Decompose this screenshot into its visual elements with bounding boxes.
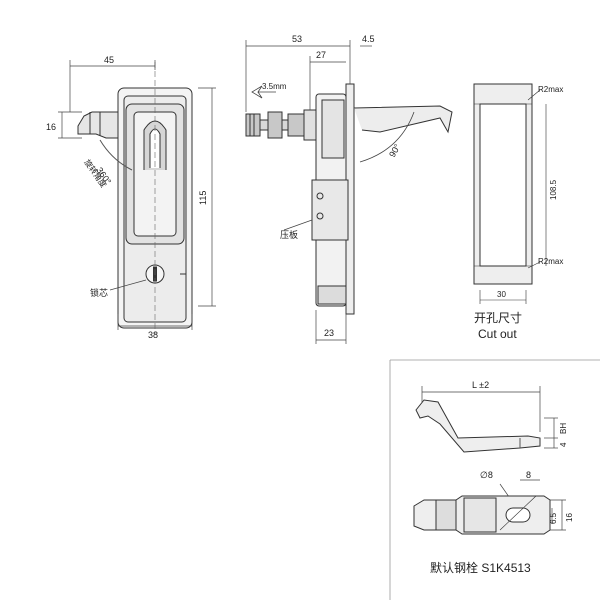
- bolt-top-view: [413, 495, 551, 535]
- side-dimensions: [245, 40, 372, 344]
- dim-16-front: 16: [46, 122, 56, 132]
- bolt-slot: [505, 507, 531, 523]
- cutout-title-cn: 开孔尺寸: [474, 311, 522, 325]
- bolt-detail-frame: [389, 359, 600, 600]
- angle-90: 90°: [387, 142, 403, 159]
- lock-core-label: 锁芯: [90, 287, 108, 298]
- rotation-arc: [99, 139, 133, 171]
- cutout-height: 108.5: [549, 179, 558, 200]
- angle-arc: [359, 111, 415, 163]
- cutout-title-en: Cut out: [478, 327, 517, 341]
- cutout-inner: [479, 103, 527, 267]
- bolt-length: L ±2: [472, 380, 489, 390]
- bolt-dia: ∅8: [480, 470, 493, 480]
- bolt-bh: BH: [559, 423, 568, 434]
- dim-115: 115: [198, 191, 208, 205]
- cutout-width: 30: [497, 290, 506, 299]
- press-plate-label: 压板: [280, 229, 298, 240]
- front-dimensions: [58, 60, 216, 330]
- press-plate: [311, 179, 349, 241]
- dim-23: 23: [324, 328, 334, 338]
- bolt-side-view: [415, 399, 541, 453]
- bolt-dim-8: 8: [526, 470, 531, 480]
- cutout-radius: R2max: [538, 85, 563, 94]
- dim-3-5mm: 3.5mm: [262, 82, 287, 91]
- cutout-radius-bottom: R2max: [538, 257, 563, 266]
- bolt-caption: 默认钢栓 S1K4513: [430, 560, 531, 575]
- front-view: [77, 62, 193, 334]
- dim-38: 38: [148, 330, 158, 340]
- side-lever: [353, 105, 453, 134]
- dim-53: 53: [292, 34, 302, 44]
- cutout-view: [473, 83, 547, 304]
- dim-4-5: 4.5: [362, 34, 375, 44]
- bolt-dim-16: 16: [565, 513, 574, 522]
- bolt-dim-4: 4: [559, 442, 568, 447]
- bolt-dim-6-5: 6.5: [549, 512, 558, 524]
- dim-27: 27: [316, 50, 326, 60]
- dim-45: 45: [104, 55, 114, 65]
- side-view: [245, 83, 453, 315]
- front-bolt: [77, 111, 119, 139]
